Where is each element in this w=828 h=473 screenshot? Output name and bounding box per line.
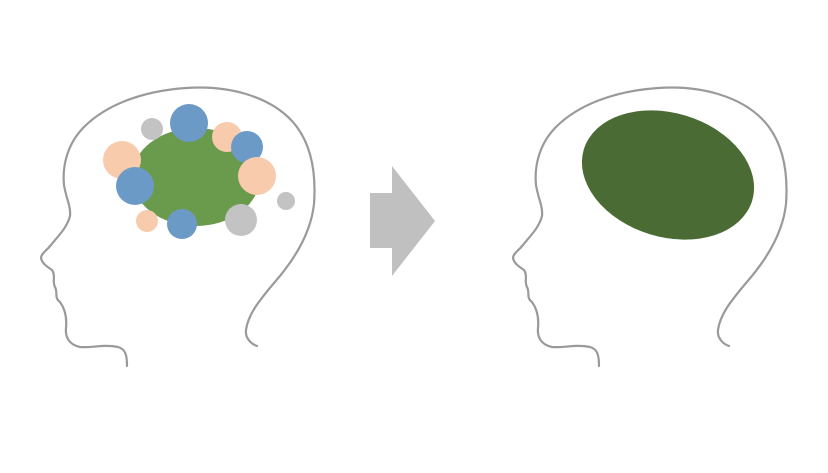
left-head-outline	[39, 86, 316, 368]
thought-bubble-blue	[116, 167, 154, 205]
thought-bubble-peach	[238, 157, 276, 195]
thought-bubble-blue	[167, 209, 197, 239]
thought-bubble-blue	[170, 104, 208, 142]
arrow-right-icon	[370, 166, 435, 276]
right-head-outline	[511, 86, 788, 368]
thought-bubble-blue	[231, 131, 263, 163]
thought-bubble-gray	[277, 192, 295, 210]
thought-bubble-peach	[136, 210, 158, 232]
thought-bubble-gray	[141, 118, 163, 140]
focused-mind-group	[511, 86, 788, 368]
focused-thought-blob	[581, 110, 755, 240]
core-thought-blob	[132, 128, 260, 226]
scattered-mind-group	[39, 86, 316, 368]
thought-bubble-gray	[225, 204, 257, 236]
